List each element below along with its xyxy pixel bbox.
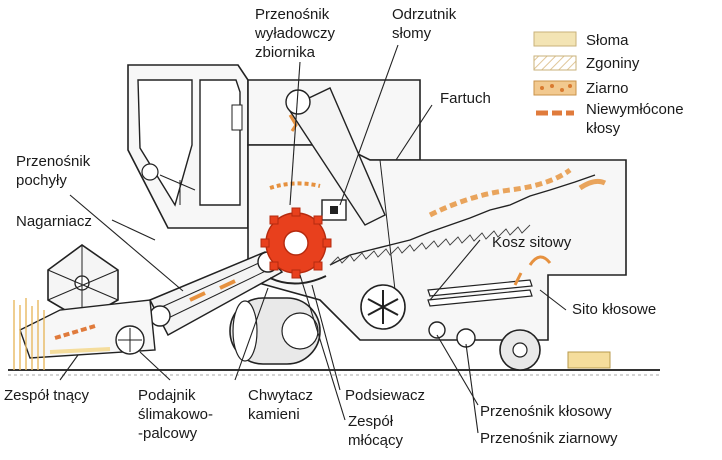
straw-pile	[567, 351, 611, 369]
svg-text:Zespół: Zespół	[348, 413, 394, 430]
legend-swatch-ziarno	[533, 80, 577, 96]
svg-text:Odrzutnik: Odrzutnik	[392, 6, 457, 23]
label-podsiewacz: Podsiewacz	[345, 387, 425, 404]
svg-text:Podajnik: Podajnik	[138, 387, 196, 404]
svg-text:wyładowczy: wyładowczy	[254, 25, 336, 42]
label-przenosnik-zbiornika: Przenośnik wyładowczy zbiornika	[254, 6, 336, 61]
label-zespol-tnacy: Zespół tnący	[4, 387, 90, 404]
crop-stalks	[13, 298, 45, 370]
front-wheel	[229, 297, 321, 365]
legend-label-ziarno: Ziarno	[586, 80, 629, 97]
label-odrzutnik-slomy: Odrzutnik słomy	[392, 6, 457, 42]
label-kosz-sitowy: Kosz sitowy	[492, 234, 572, 251]
svg-text:młócący: młócący	[348, 432, 404, 449]
sieves	[427, 255, 552, 307]
label-chwytacz: Chwytacz kamieni	[248, 387, 313, 423]
svg-text:zbiornika: zbiornika	[255, 44, 316, 61]
leader-lines	[59, 44, 567, 434]
legend: Słoma Zgoniny Ziarno Niewymłócone kłosy	[533, 31, 684, 137]
svg-text:Przenośnik: Przenośnik	[255, 6, 330, 23]
straw-flow-out	[578, 178, 607, 191]
svg-text:ślimakowo-: ślimakowo-	[138, 406, 213, 423]
svg-text:Przenośnik: Przenośnik	[16, 153, 91, 170]
legend-label-zgoniny: Zgoniny	[586, 55, 640, 72]
concave	[269, 275, 327, 285]
label-nagarniacz: Nagarniacz	[16, 213, 92, 230]
operator-cab	[127, 64, 249, 229]
label-podajnik: Podajnik ślimakowo- -palcowy	[138, 387, 213, 442]
legend-label-niewymlocone: Niewymłócone	[586, 101, 684, 118]
label-przenosnik-klosowy: Przenośnik kłosowy	[480, 403, 612, 420]
svg-text:pochyły: pochyły	[16, 172, 67, 189]
unloading-auger	[285, 87, 386, 226]
label-sito-klosowe: Sito kłosowe	[572, 301, 656, 318]
legend-label-sloma: Słoma	[586, 32, 629, 49]
tailings-auger	[428, 321, 446, 339]
header	[19, 299, 156, 359]
svg-text:-palcowy: -palcowy	[138, 425, 198, 442]
reel	[47, 244, 119, 321]
label-fartuch: Fartuch	[440, 90, 491, 107]
label-zespol-mlocacy: Zespół młócący	[348, 413, 404, 449]
legend-swatch-sloma	[533, 31, 577, 47]
svg-text:słomy: słomy	[392, 25, 432, 42]
svg-text:kamieni: kamieni	[248, 406, 300, 423]
straw-thrower-mark	[330, 206, 338, 214]
legend-label-klosy: kłosy	[586, 120, 621, 137]
main-body	[247, 144, 627, 341]
rear-wheel	[499, 329, 541, 371]
svg-text:Chwytacz: Chwytacz	[248, 387, 313, 404]
label-przenosnik-pochyly: Przenośnik pochyły	[16, 153, 91, 189]
cleaning-fan	[360, 284, 406, 330]
threshing-drum	[260, 207, 332, 279]
legend-swatch-zgoniny	[533, 55, 577, 71]
label-przenosnik-ziarnowy: Przenośnik ziarnowy	[480, 430, 618, 447]
straw-walker	[329, 167, 596, 266]
